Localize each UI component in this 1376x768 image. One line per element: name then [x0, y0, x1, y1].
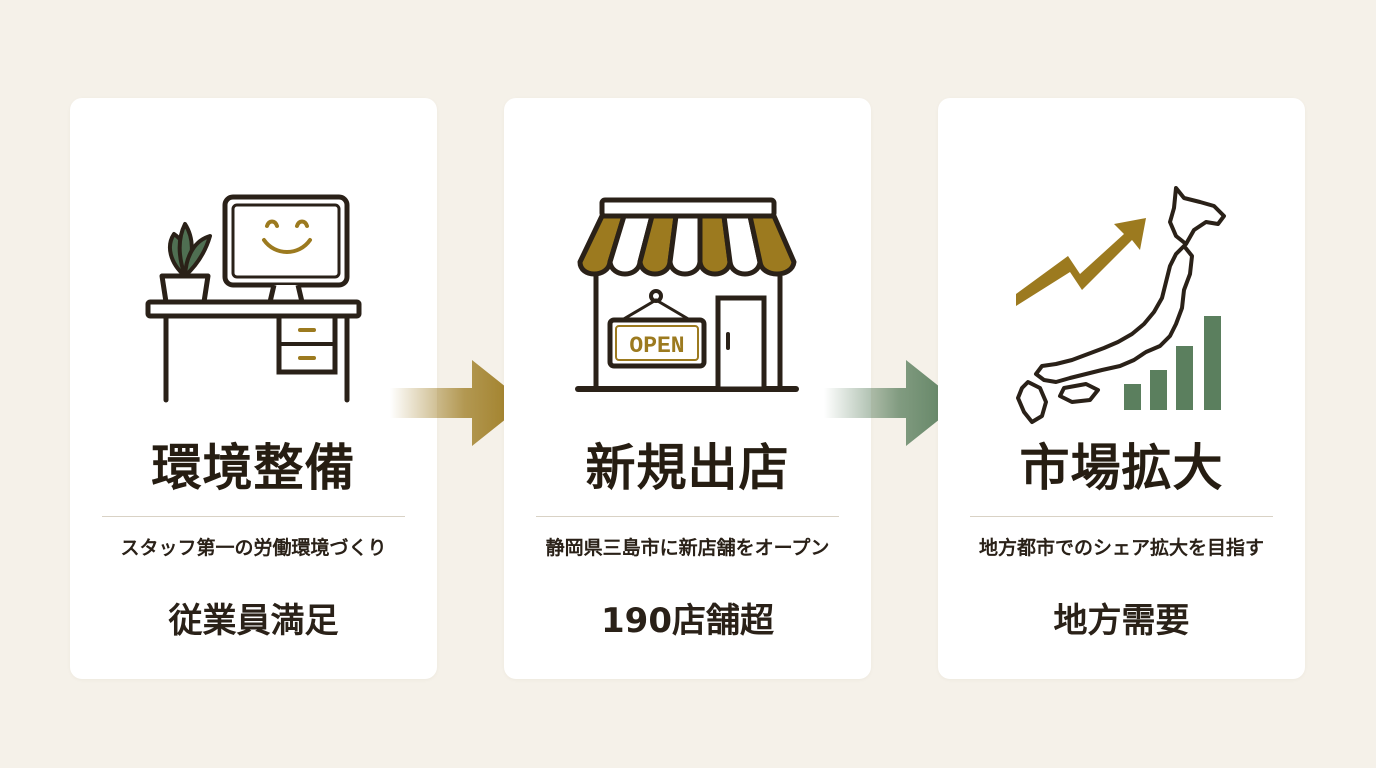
open-sign-text: OPEN [629, 333, 684, 359]
step-highlight: 190店舗超 [601, 601, 774, 641]
divider [102, 516, 405, 517]
growth-bar [1204, 316, 1221, 410]
step-description: 地方都市でのシェア拡大を目指す [978, 537, 1264, 559]
step-description: 静岡県三島市に新店舗をオープン [545, 537, 830, 559]
step-title: 環境整備 [151, 438, 356, 497]
step-highlight: 従業員満足 [168, 601, 339, 641]
step-description: スタッフ第一の労働環境づくり [120, 537, 387, 559]
step-title: 市場拡大 [1019, 438, 1224, 497]
step-title: 新規出店 [585, 438, 790, 497]
growth-bar [1124, 384, 1141, 410]
divider [970, 516, 1273, 517]
growth-bar [1176, 346, 1193, 410]
step-card-market-expansion: 市場拡大 地方都市でのシェア拡大を目指す 地方需要 [938, 98, 1305, 679]
growth-bar [1150, 370, 1167, 410]
divider [536, 516, 839, 517]
step-card-new-store: OPEN 新規出店 静岡県三島市に新店舗をオープン 190店舗超 [504, 98, 871, 679]
right-arrow-icon [390, 360, 526, 446]
right-arrow-icon [824, 360, 960, 446]
step-card-environment: 環境整備 スタッフ第一の労働環境づくり 従業員満足 [70, 98, 437, 679]
japan-map-growth-icon [1016, 186, 1226, 424]
japan-map [1016, 186, 1226, 424]
trend-arrow [1016, 218, 1146, 306]
storefront-icon: OPEN [575, 197, 799, 392]
step-highlight: 地方需要 [1053, 601, 1190, 641]
smiling-computer-desk-icon [145, 194, 362, 403]
